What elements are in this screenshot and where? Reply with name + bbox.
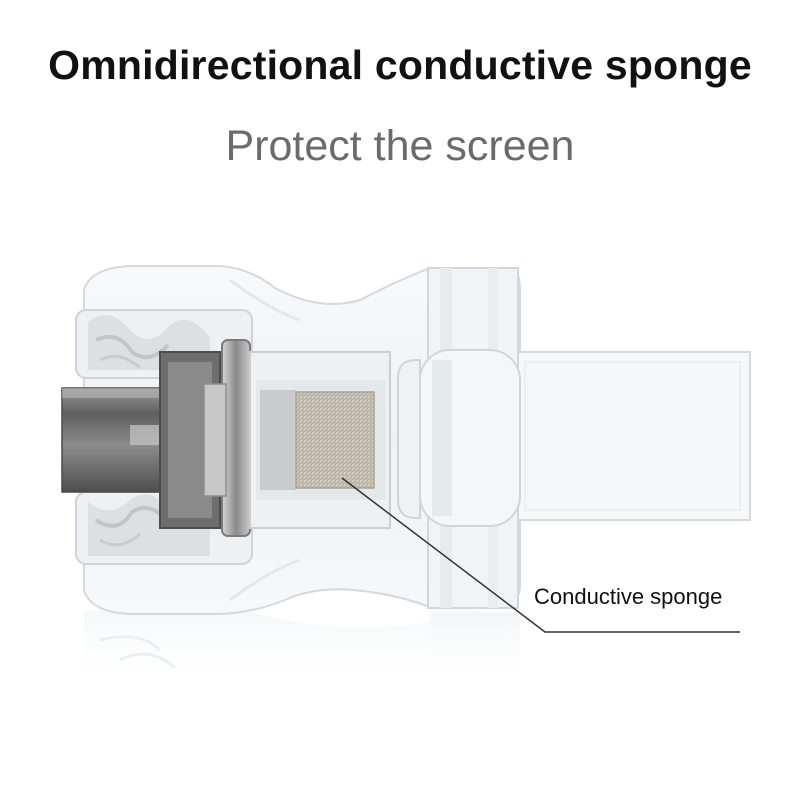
callout-label: Conductive sponge [534, 584, 723, 609]
conductive-sponge [295, 391, 375, 489]
page-subtitle: Protect the screen [225, 122, 575, 170]
page-title: Omnidirectional conductive sponge [48, 42, 752, 88]
callout-line [341, 477, 740, 633]
floor-reflection [84, 605, 520, 690]
clear-tab [514, 351, 751, 521]
